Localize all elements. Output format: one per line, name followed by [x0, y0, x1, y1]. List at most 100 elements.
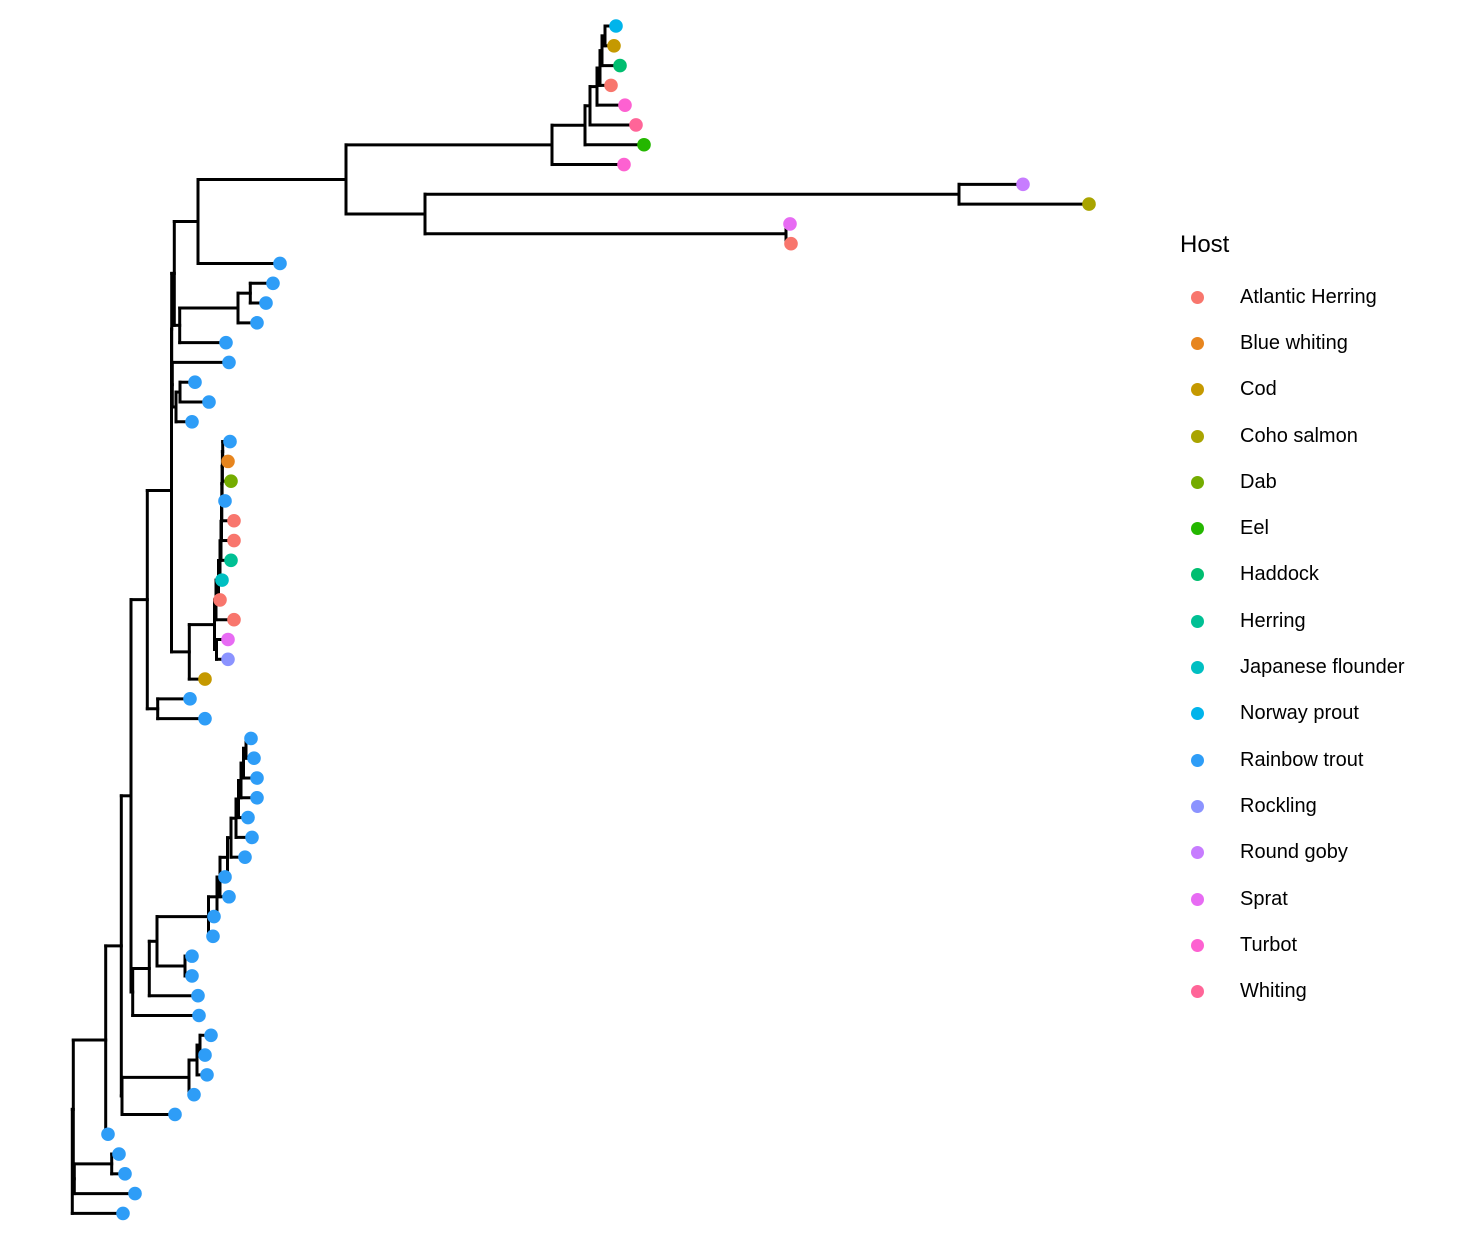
tip-dot: [227, 533, 241, 548]
tip-dot: [1082, 197, 1096, 211]
legend-dot-icon: [1191, 938, 1204, 952]
tip-dot: [250, 316, 264, 330]
tip-dot: [604, 78, 618, 93]
tip-dot: [219, 335, 233, 350]
tip-dot: [238, 850, 252, 864]
legend-item: Herring: [1180, 598, 1405, 644]
legend-item-label: Rockling: [1240, 794, 1317, 817]
legend-item-label: Rainbow trout: [1240, 748, 1364, 771]
tip-dot: [204, 1028, 218, 1043]
legend-item: Haddock: [1180, 552, 1405, 598]
tip-dot: [637, 137, 651, 152]
tip-dot: [116, 1206, 130, 1221]
tip-dot: [187, 1087, 201, 1102]
tip-dot: [1016, 177, 1030, 192]
legend-dot-icon: [1191, 383, 1204, 397]
legend-item: Whiting: [1180, 968, 1405, 1014]
legend-item: Rainbow trout: [1180, 737, 1405, 783]
tip-dot: [218, 494, 232, 508]
tip-dot: [266, 276, 280, 291]
legend-dot-icon: [1191, 892, 1204, 906]
tip-dot: [224, 553, 238, 568]
legend-item-label: Dab: [1240, 470, 1277, 493]
tip-dot: [222, 355, 236, 370]
legend-item-label: Blue whiting: [1240, 331, 1348, 354]
tip-dot: [188, 375, 202, 390]
legend-item-label: Eel: [1240, 517, 1269, 540]
legend-dot-icon: [1191, 290, 1204, 304]
tip-dot: [213, 593, 227, 607]
tip-dot: [218, 870, 232, 884]
tip-dot: [245, 830, 259, 845]
tip-dot: [118, 1167, 132, 1181]
legend-item-label: Herring: [1240, 609, 1306, 632]
legend-title: Host: [1180, 231, 1230, 258]
tip-dot: [183, 692, 197, 706]
tip-dot: [241, 810, 255, 825]
tip-dot: [198, 711, 212, 726]
tip-dot: [207, 909, 221, 924]
tip-dot: [247, 751, 261, 766]
legend-item-label: Haddock: [1240, 563, 1319, 586]
tip-dot: [618, 98, 632, 112]
tip-dot: [185, 949, 199, 963]
legend-item: Rockling: [1180, 783, 1405, 829]
legend-item-label: Japanese flounder: [1240, 656, 1405, 679]
tip-dot: [192, 1008, 206, 1023]
tip-dot: [613, 58, 627, 73]
tip-dot: [185, 969, 199, 983]
tip-dot: [202, 395, 216, 409]
tip-dot: [259, 296, 273, 310]
tip-dot: [221, 652, 235, 667]
tip-dot: [198, 1048, 212, 1062]
tree-tip-dots: [101, 19, 1096, 1221]
tip-dot: [221, 632, 235, 647]
legend-item: Coho salmon: [1180, 413, 1405, 459]
legend-dot-icon: [1191, 799, 1204, 813]
legend-item: Eel: [1180, 505, 1405, 551]
legend-item: Sprat: [1180, 876, 1405, 922]
legend-item-label: Atlantic Herring: [1240, 285, 1377, 308]
legend-dot-icon: [1191, 985, 1204, 999]
legend-dot-icon: [1191, 336, 1204, 350]
legend-dot-icon: [1191, 707, 1204, 721]
legend-item: Atlantic Herring: [1180, 274, 1405, 320]
legend-item: Norway prout: [1180, 691, 1405, 737]
tip-dot: [206, 929, 220, 944]
legend-item-label: Whiting: [1240, 980, 1307, 1003]
legend-dot-icon: [1191, 614, 1204, 628]
tip-dot: [244, 731, 258, 746]
legend-item-label: Coho salmon: [1240, 424, 1358, 447]
tip-dot: [227, 612, 241, 627]
tip-dot: [629, 118, 643, 132]
legend-dot-icon: [1191, 568, 1204, 582]
legend-item: Japanese flounder: [1180, 644, 1405, 690]
tip-dot: [168, 1107, 182, 1122]
legend-dot-icon: [1191, 522, 1204, 536]
tree-branches: [70, 24, 1089, 1215]
tip-dot: [783, 217, 797, 231]
tip-dot: [784, 236, 798, 251]
tip-dot: [128, 1186, 142, 1201]
legend-dot-icon: [1191, 753, 1204, 767]
legend-item-label: Cod: [1240, 378, 1277, 401]
legend-item: Cod: [1180, 367, 1405, 413]
legend-item: Turbot: [1180, 922, 1405, 968]
tip-dot: [223, 434, 237, 449]
legend-item: Dab: [1180, 459, 1405, 505]
tip-dot: [185, 415, 199, 429]
legend-dot-icon: [1191, 661, 1204, 675]
tip-dot: [273, 256, 287, 271]
tip-dot: [198, 672, 212, 686]
tip-dot: [617, 157, 631, 172]
tip-dot: [200, 1068, 214, 1082]
legend-item-label: Sprat: [1240, 887, 1288, 910]
tip-dot: [250, 771, 264, 785]
tip-dot: [224, 474, 238, 488]
tip-dot: [191, 988, 205, 1003]
tip-dot: [607, 38, 621, 53]
tip-dot: [609, 19, 623, 33]
